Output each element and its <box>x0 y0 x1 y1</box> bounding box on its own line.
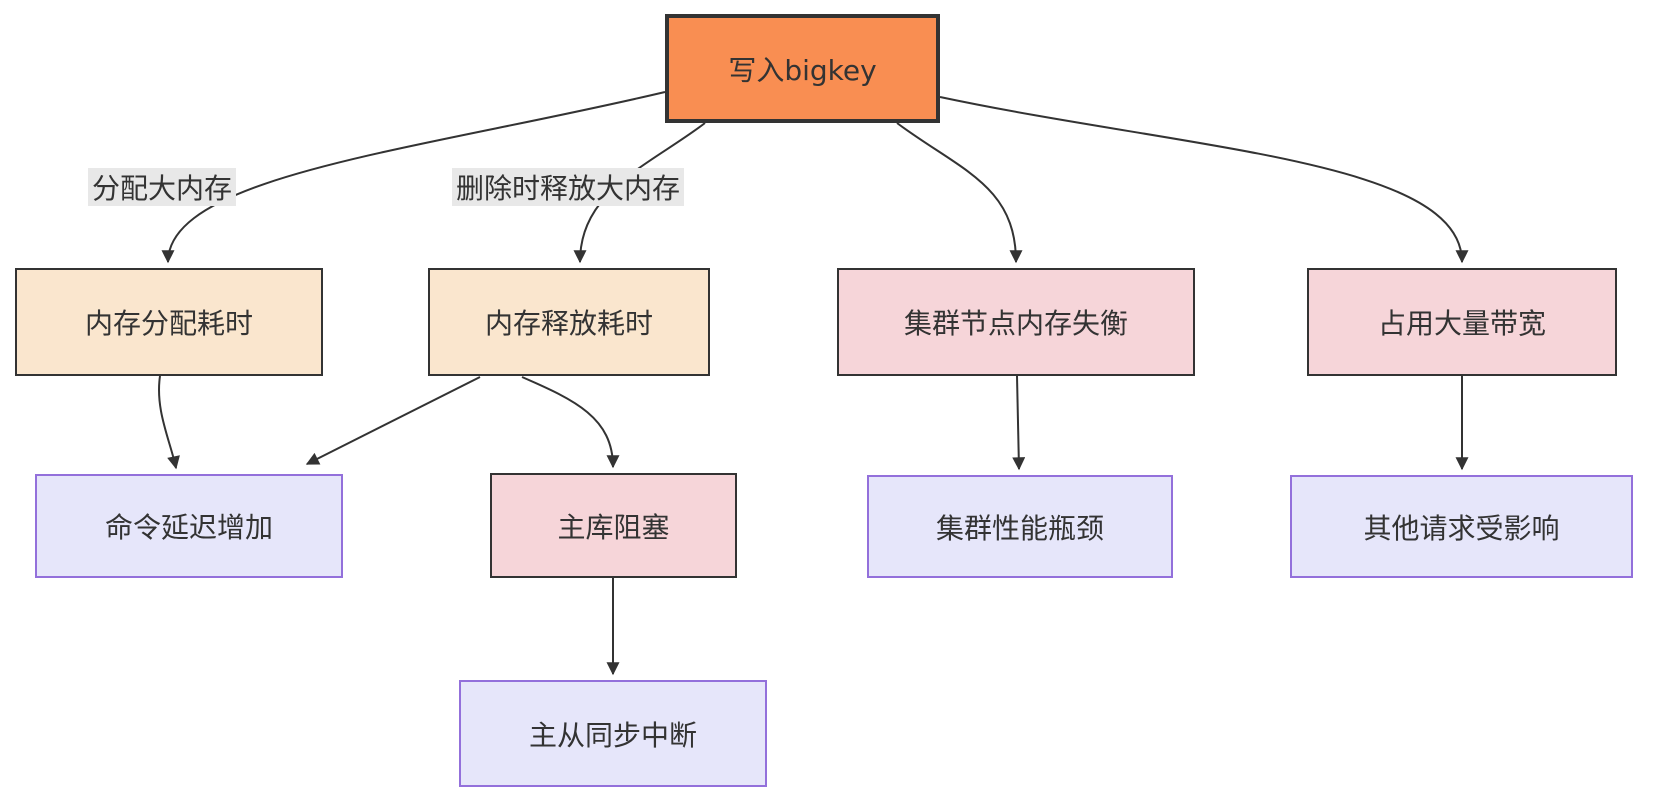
node-imbalance: 集群节点内存失衡 <box>837 268 1195 376</box>
node-block: 主库阻塞 <box>490 473 737 578</box>
node-alloc: 内存分配耗时 <box>15 268 323 376</box>
edge-imbalance-to-bottleneck <box>1012 375 1026 471</box>
node-other: 其他请求受影响 <box>1290 475 1633 578</box>
edge-alloc-to-delay <box>158 375 180 470</box>
edge-root-to-bandwidth <box>939 96 1469 264</box>
edge-root-to-imbalance <box>896 122 1023 264</box>
edge-root-to-alloc <box>161 91 666 264</box>
node-delay: 命令延迟增加 <box>35 474 343 578</box>
node-root: 写入bigkey <box>665 14 940 123</box>
label-alloc: 分配大内存 <box>88 168 237 206</box>
node-sync: 主从同步中断 <box>459 680 767 787</box>
node-bottleneck: 集群性能瓶颈 <box>867 475 1173 578</box>
node-free: 内存释放耗时 <box>428 268 710 376</box>
node-bandwidth: 占用大量带宽 <box>1307 268 1617 376</box>
edge-free-to-block <box>521 376 620 469</box>
edge-free-to-delay <box>305 376 481 465</box>
edges-group <box>158 91 1469 676</box>
label-free: 删除时释放大内存 <box>452 168 685 206</box>
